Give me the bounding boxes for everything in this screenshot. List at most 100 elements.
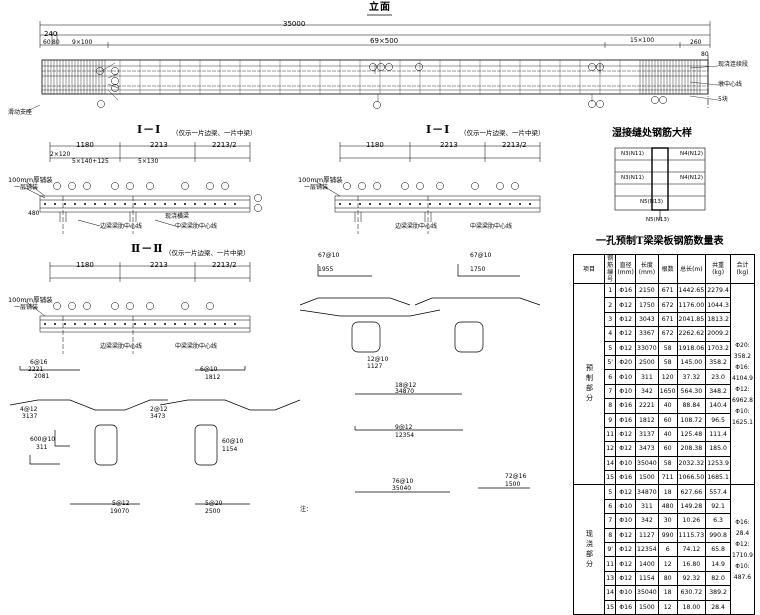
- bar11-top: 12@10: [367, 356, 389, 363]
- table-cell: 1813.2: [705, 311, 731, 328]
- note-bottom: 注：: [300, 506, 313, 513]
- total-line: 1710.9: [732, 551, 753, 559]
- rebar-table: 项目 钢筋编号 直径(mm) 长度(mm) 根数 总长(m) 共重(kg) 合计…: [573, 254, 755, 615]
- table-cell: 389.2: [705, 585, 731, 601]
- sa-d5x140: 5×140+125: [72, 158, 109, 165]
- table-cell: Φ10: [615, 513, 636, 529]
- table-cell: Φ12: [615, 311, 636, 328]
- table-cell: 18.00: [676, 599, 707, 615]
- table-cell: 311: [634, 498, 659, 515]
- table-cell: Φ16: [615, 599, 636, 615]
- table-cell: 342: [634, 383, 659, 400]
- table-cell: 2150: [634, 282, 659, 299]
- detail-label-4: N4(N12): [680, 175, 704, 181]
- table-cell: 671: [657, 282, 678, 299]
- section-a-note: （仅示一片边梁、一片中梁）: [172, 129, 257, 137]
- table-cell: 564.30: [676, 383, 707, 400]
- table-cell: 1176.00: [676, 297, 707, 313]
- table-cell: Φ10: [615, 498, 636, 515]
- dim-right-a: 15×100: [630, 37, 655, 44]
- bar8-top: 76@10: [392, 478, 414, 485]
- table-cell: Φ12: [615, 326, 636, 342]
- table-cell: 1127: [634, 527, 659, 544]
- table-cell: 557.4: [705, 484, 731, 500]
- table-cell: 14: [603, 585, 617, 601]
- total-line: Φ20:: [735, 342, 750, 350]
- sc-pave: 100mm厚铺装: [8, 296, 53, 304]
- table-cell: 711: [657, 470, 678, 486]
- th-item: 项目: [573, 254, 605, 284]
- section-b-title: Ⅰ－Ⅰ: [426, 123, 451, 136]
- table-cell: 342: [634, 513, 659, 529]
- dim-right-b: 260: [690, 39, 702, 46]
- table-cell: 2279.4: [705, 282, 731, 299]
- table-cell: 2500: [634, 354, 659, 371]
- table-cell: Φ16: [615, 412, 636, 428]
- total-line: 4104.9: [732, 375, 753, 383]
- table-cell: Φ10: [615, 455, 636, 472]
- bar14-len: 1154: [222, 446, 238, 453]
- table-cell: 96.5: [705, 412, 731, 428]
- table-cell: 35040: [634, 585, 659, 601]
- table-cell: 74.12: [676, 542, 707, 558]
- table-cell: 40: [657, 398, 678, 414]
- sc-d2213h: 2213/2: [212, 261, 237, 269]
- table-cell: 6: [657, 542, 678, 558]
- bar15-top: 2@12: [150, 406, 168, 413]
- table-cell: 65.8: [705, 542, 731, 558]
- bar9-top: 72@16: [505, 473, 527, 480]
- bar6-top: 18@12: [395, 382, 417, 389]
- table-cell: 3473: [634, 441, 659, 457]
- group-label-cast: 现浇部分: [573, 484, 605, 615]
- table-cell: 2041.85: [676, 311, 707, 328]
- sa-d2213: 2213: [150, 141, 168, 149]
- table-cell: 3137: [634, 426, 659, 443]
- table-cell: Φ12: [615, 297, 636, 313]
- table-cell: 30: [657, 513, 678, 529]
- table-cell: Φ12: [615, 527, 636, 544]
- table-cell: 990.8: [705, 527, 731, 544]
- label-block: 5块: [718, 96, 728, 103]
- total-line: Φ12:: [735, 540, 750, 548]
- section-b-drawing: [314, 142, 541, 234]
- bar7-len: 12354: [395, 432, 415, 439]
- table-cell: 33070: [634, 340, 659, 356]
- bar11-len: 1127: [367, 363, 383, 370]
- table-header-row: 项目 钢筋编号 直径(mm) 长度(mm) 根数 总长(m) 共重(kg) 合计…: [573, 254, 755, 284]
- table-cell: 6: [603, 498, 617, 515]
- label-cast-joint: 现浇连续段: [718, 61, 749, 68]
- table-cell: 1115.73: [676, 527, 707, 544]
- bar7-top: 9@12: [395, 424, 413, 431]
- bar1-top: 67@10: [318, 252, 340, 259]
- table-cell: 120: [657, 369, 678, 385]
- table-cell: 2262.62: [676, 326, 707, 342]
- bar9-len: 1500: [505, 481, 521, 488]
- dim-left-c: 80: [52, 39, 60, 46]
- table-cell: 2009.2: [705, 326, 731, 342]
- bar6-len: 34870: [395, 388, 415, 395]
- table-cell: 149.28: [676, 498, 707, 515]
- table-cell: 5: [603, 484, 617, 500]
- table-cell: 672: [657, 297, 678, 313]
- table-cell: 82.0: [705, 570, 731, 587]
- total-line: Φ12:: [735, 386, 750, 394]
- table-cell: 1812: [634, 412, 659, 428]
- table-cell: 3367: [634, 326, 659, 342]
- table-cell: 125.48: [676, 426, 707, 443]
- table-cell: 9: [603, 412, 617, 428]
- table-cell: 4: [603, 326, 617, 342]
- elevation-drawing: [24, 14, 719, 113]
- table-cell: Φ12: [615, 484, 636, 500]
- table-cell: 2032.32: [676, 455, 707, 472]
- table-cell: 1154: [634, 570, 659, 587]
- table-cell: Φ10: [615, 585, 636, 601]
- sa-d2213h: 2213/2: [212, 141, 237, 149]
- total-line: Φ16:: [735, 518, 750, 526]
- table-cell: 627.66: [676, 484, 707, 500]
- sb-mid-beam: 中梁梁肋中心线: [470, 223, 513, 230]
- table-cell: 40: [657, 426, 678, 443]
